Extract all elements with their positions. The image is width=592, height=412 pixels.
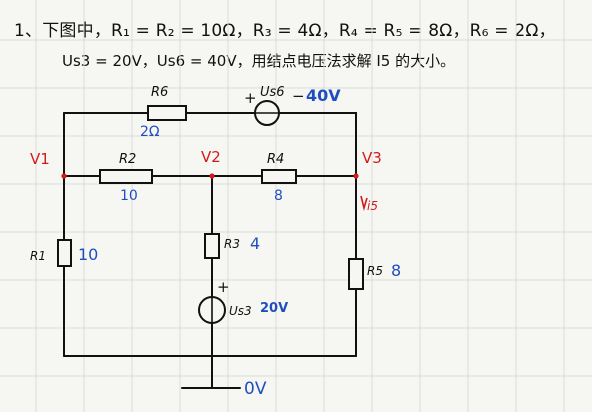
problem-line-2: Us3 = 20V，Us6 = 40V，用结点电压法求解 I5 的大小。 — [62, 52, 456, 70]
r6-value: 2Ω — [140, 124, 160, 140]
r3-value: 4 — [250, 234, 260, 253]
r4-resistor — [261, 169, 297, 184]
r5-value: 8 — [391, 261, 401, 280]
us3-label: Us3 — [229, 304, 252, 318]
r4-label: R4 — [267, 152, 284, 167]
r1-resistor — [57, 239, 72, 267]
i5-arrow — [360, 195, 368, 212]
r3-label: R3 — [224, 237, 240, 251]
us6-plus: + — [244, 89, 257, 107]
us3-value: 20V — [260, 301, 288, 316]
r6-resistor — [147, 105, 187, 121]
node-v2-label: V2 — [201, 148, 221, 166]
r1-label: R1 — [30, 249, 46, 263]
us6-value: 40V — [306, 86, 341, 105]
r3-resistor — [204, 233, 220, 259]
r5-label: R5 — [367, 264, 383, 278]
r2-value: 10 — [120, 188, 138, 204]
r5-resistor — [348, 258, 364, 290]
ground-label: 0V — [244, 379, 267, 399]
us6-minus: − — [292, 87, 305, 105]
node-dots — [61, 173, 359, 179]
r2-resistor — [99, 169, 153, 184]
us6-label: Us6 — [260, 85, 285, 100]
r1-value: 10 — [78, 245, 98, 264]
i5-label: i5 — [367, 199, 378, 213]
node-v3-label: V3 — [362, 149, 382, 167]
wires — [63, 112, 357, 389]
r6-label: R6 — [151, 85, 168, 100]
r4-value: 8 — [274, 188, 283, 204]
us3-plus: + — [217, 278, 230, 296]
node-v1-label: V1 — [30, 150, 50, 168]
r2-label: R2 — [119, 152, 136, 167]
